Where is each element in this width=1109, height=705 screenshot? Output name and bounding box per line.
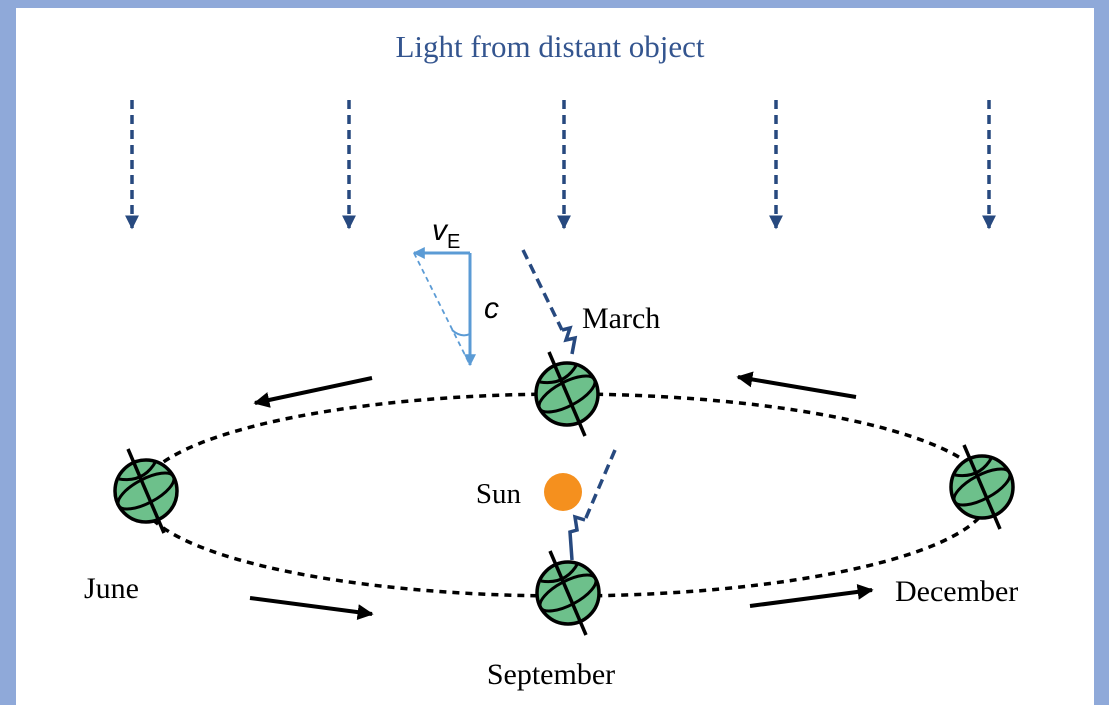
december-label: December (895, 575, 1018, 608)
orbit-direction-arrows (249, 371, 874, 621)
earth-icon (111, 447, 181, 535)
aberrated-light-march (521, 249, 578, 355)
aberration-angle-arc (451, 329, 471, 337)
earth-icon (532, 350, 602, 438)
september-label: September (487, 658, 615, 691)
diagram-title: Light from distant object (395, 29, 704, 64)
orbit-direction-arrow-icon (249, 596, 374, 621)
earth-velocity-label: vE (432, 214, 460, 253)
apparent-direction-line (413, 252, 471, 366)
light-speed-label: c (484, 292, 499, 325)
earth-icon (533, 549, 603, 637)
march-label: March (582, 302, 660, 335)
june-label: June (84, 572, 139, 605)
sun-icon (544, 473, 582, 511)
light-rays (125, 100, 996, 230)
orbit-direction-arrow-icon (253, 376, 373, 408)
velocity-triangle (412, 247, 476, 367)
aberrated-light-september (568, 449, 617, 561)
orbit-direction-arrow-icon (749, 583, 874, 608)
sun-label: Sun (476, 478, 522, 510)
orbit-direction-arrow-icon (736, 371, 857, 399)
